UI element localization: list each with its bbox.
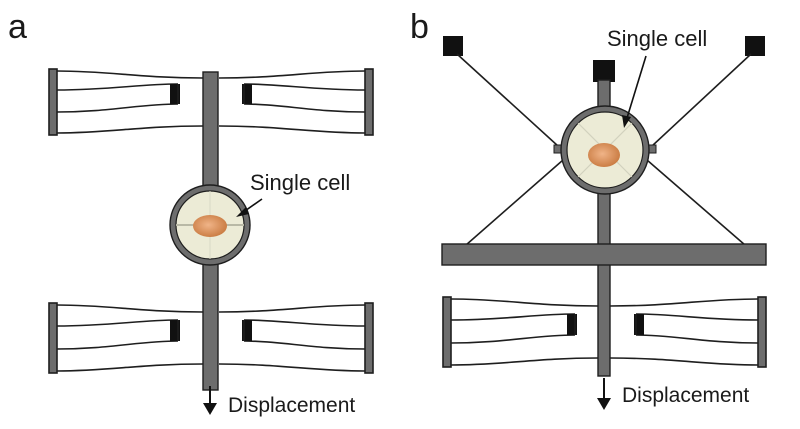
panel-b: b Single cell	[410, 8, 767, 410]
panel-a: a	[8, 8, 374, 417]
panel-a-label-arrow	[236, 198, 263, 217]
panel-b-anchor-center	[593, 60, 615, 82]
panel-a-displacement-label: Displacement	[228, 394, 355, 417]
panel-b-label-arrow	[622, 55, 647, 128]
panel-b-anchor-right	[745, 36, 765, 56]
panel-a-letter: a	[8, 8, 27, 46]
panel-b-bottom-spring	[442, 296, 767, 368]
panel-a-cell-label: Single cell	[250, 170, 350, 195]
panel-b-tethers	[456, 53, 752, 246]
panel-b-letter: b	[410, 8, 429, 46]
panel-b-displacement-label: Displacement	[622, 384, 749, 407]
panel-b-cell	[588, 143, 620, 167]
panel-a-displacement-arrow	[203, 386, 217, 415]
panel-a-cell	[193, 215, 227, 237]
panel-b-cell-label: Single cell	[607, 26, 707, 51]
panel-b-crossbar	[441, 243, 767, 266]
panel-b-displacement-arrow	[597, 378, 611, 410]
panel-b-anchor-left	[443, 36, 463, 56]
panel-a-bottom-spring	[48, 302, 374, 374]
panel-a-top-spring	[48, 68, 374, 136]
